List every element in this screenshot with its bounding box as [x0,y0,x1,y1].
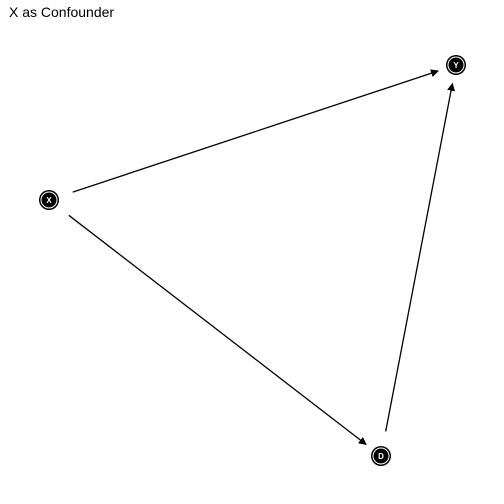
node-d: D [371,446,391,466]
node-d-outer-circle [371,446,391,466]
node-x: X [39,190,59,210]
node-d-ring [372,447,390,465]
edge-x-to-y [72,69,439,193]
node-x-ring [40,191,58,209]
node-y-outer-circle [446,55,466,75]
edge-d-to-y [385,82,456,432]
node-y-ring [447,56,465,74]
edges-layer [68,69,456,446]
diagram-title: X as Confounder [9,4,115,20]
nodes-layer: X Y D [39,55,466,466]
node-x-outer-circle [39,190,59,210]
node-x-label: X [46,196,52,205]
node-y-label: Y [453,61,459,70]
node-d-label: D [378,452,384,461]
node-y: Y [446,55,466,75]
edge-x-to-d [68,214,367,446]
